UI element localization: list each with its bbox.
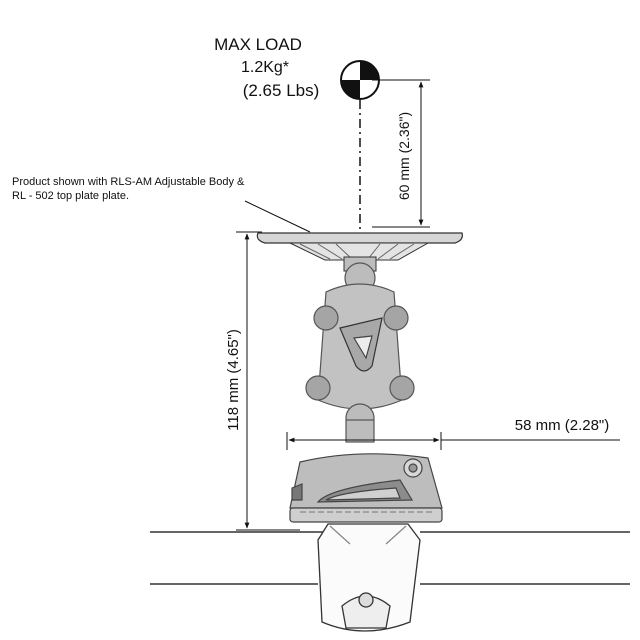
adjustable-arm-body: [305, 262, 415, 443]
max-load-kg: 1.2Kg*: [241, 59, 289, 76]
max-load-title: MAX LOAD: [214, 35, 302, 54]
dimension-label-118mm: 118 mm (4.65"): [225, 329, 242, 431]
product-note-line2: RL - 502 top plate plate.: [12, 190, 129, 202]
top-plate: [256, 232, 463, 272]
product-note-line1: Product shown with RLS-AM Adjustable Bod…: [12, 176, 245, 188]
underside-housing: [317, 523, 421, 632]
note-leader-line: [244, 200, 311, 233]
dimension-label-60mm: 60 mm (2.36"): [396, 112, 412, 200]
base-mount: [289, 453, 443, 523]
housing-screw-icon: [358, 592, 374, 608]
max-load-lbs: (2.65 Lbs): [243, 81, 320, 100]
dimension-label-58mm: 58 mm (2.28"): [515, 417, 610, 434]
